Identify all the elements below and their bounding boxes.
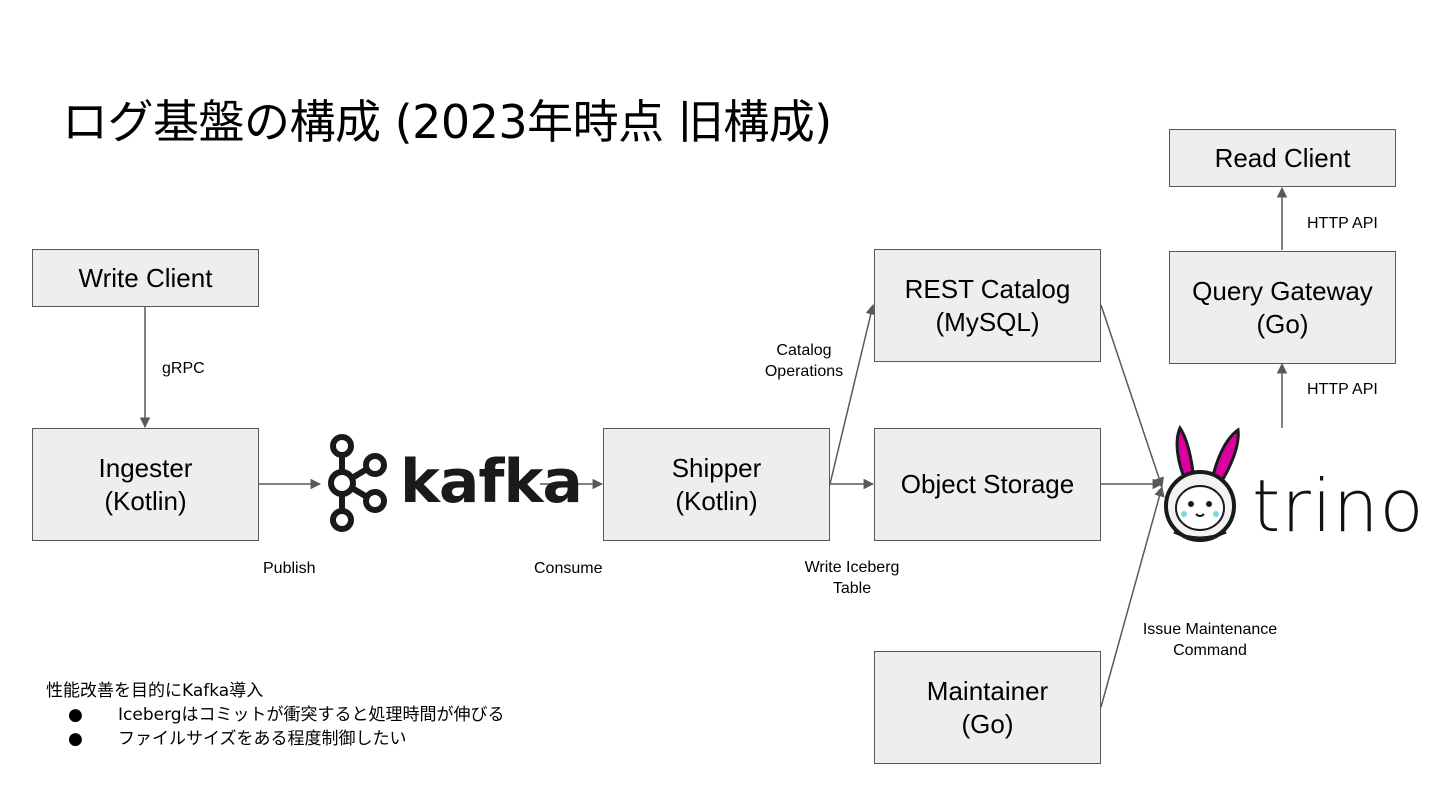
kafka-logo-icon	[328, 434, 387, 532]
edge-label-http-api-upper: HTTP API	[1307, 215, 1378, 232]
maintainer-label: Maintainer	[926, 675, 1049, 706]
notes-heading: 性能改善を目的にKafka導入	[46, 681, 264, 701]
bullet-icon: ●	[68, 729, 83, 749]
write-client-node: Write Client	[32, 249, 259, 307]
trino-bunny-icon	[1164, 424, 1240, 542]
write-client-label: Write Client	[78, 262, 213, 293]
ingester-node: Ingester (Kotlin)	[32, 428, 259, 541]
bullet-icon: ●	[68, 705, 83, 725]
kafka-wordmark: kafka	[400, 447, 583, 517]
read-client-label: Read Client	[1214, 142, 1351, 173]
edge-label-http-api-lower: HTTP API	[1307, 381, 1378, 398]
object-storage-label: Object Storage	[900, 469, 1075, 499]
trino-wordmark: trino	[1252, 464, 1425, 548]
edge-label-write-iceberg: Write Iceberg Table	[804, 559, 900, 597]
ingester-sublabel: (Kotlin)	[104, 485, 187, 516]
query-gateway-node: Query Gateway (Go)	[1169, 251, 1396, 364]
page-title: ログ基盤の構成 (2023年時点 旧構成)	[62, 95, 832, 149]
rest-catalog-label: REST Catalog	[904, 273, 1071, 304]
edge-label-grpc: gRPC	[162, 360, 205, 377]
shipper-node: Shipper (Kotlin)	[603, 428, 830, 541]
notes-list: ● Icebergはコミットが衝突すると処理時間が伸びる ● ファイルサイズをあ…	[46, 703, 505, 751]
object-storage-node: Object Storage	[874, 428, 1101, 541]
maintainer-sublabel: (Go)	[961, 708, 1014, 739]
notes-block: 性能改善を目的にKafka導入 ● Icebergはコミットが衝突すると処理時間…	[46, 679, 505, 751]
edge-maintainer-to-trino	[1100, 485, 1165, 708]
ingester-label: Ingester	[98, 452, 193, 483]
notes-item: ● Icebergはコミットが衝突すると処理時間が伸びる	[68, 705, 505, 725]
rest-catalog-node: REST Catalog (MySQL)	[874, 249, 1101, 362]
edge-label-issue-maintenance: Issue Maintenance Command	[1142, 621, 1278, 659]
shipper-label: Shipper	[671, 452, 762, 483]
query-gateway-sublabel: (Go)	[1256, 308, 1309, 339]
query-gateway-label: Query Gateway	[1192, 275, 1373, 306]
edge-shipper-to-catalog	[829, 303, 876, 485]
rest-catalog-sublabel: (MySQL)	[935, 306, 1040, 337]
maintainer-node: Maintainer (Go)	[874, 651, 1101, 764]
notes-item: ● ファイルサイズをある程度制御したい	[68, 729, 407, 749]
shipper-sublabel: (Kotlin)	[675, 485, 758, 516]
read-client-node: Read Client	[1169, 129, 1396, 187]
edge-label-catalog-operations: Catalog Operations	[764, 342, 844, 380]
edge-label-publish: Publish	[263, 560, 316, 577]
edge-label-consume: Consume	[534, 560, 603, 577]
edge-catalog-to-trino	[1100, 304, 1164, 488]
